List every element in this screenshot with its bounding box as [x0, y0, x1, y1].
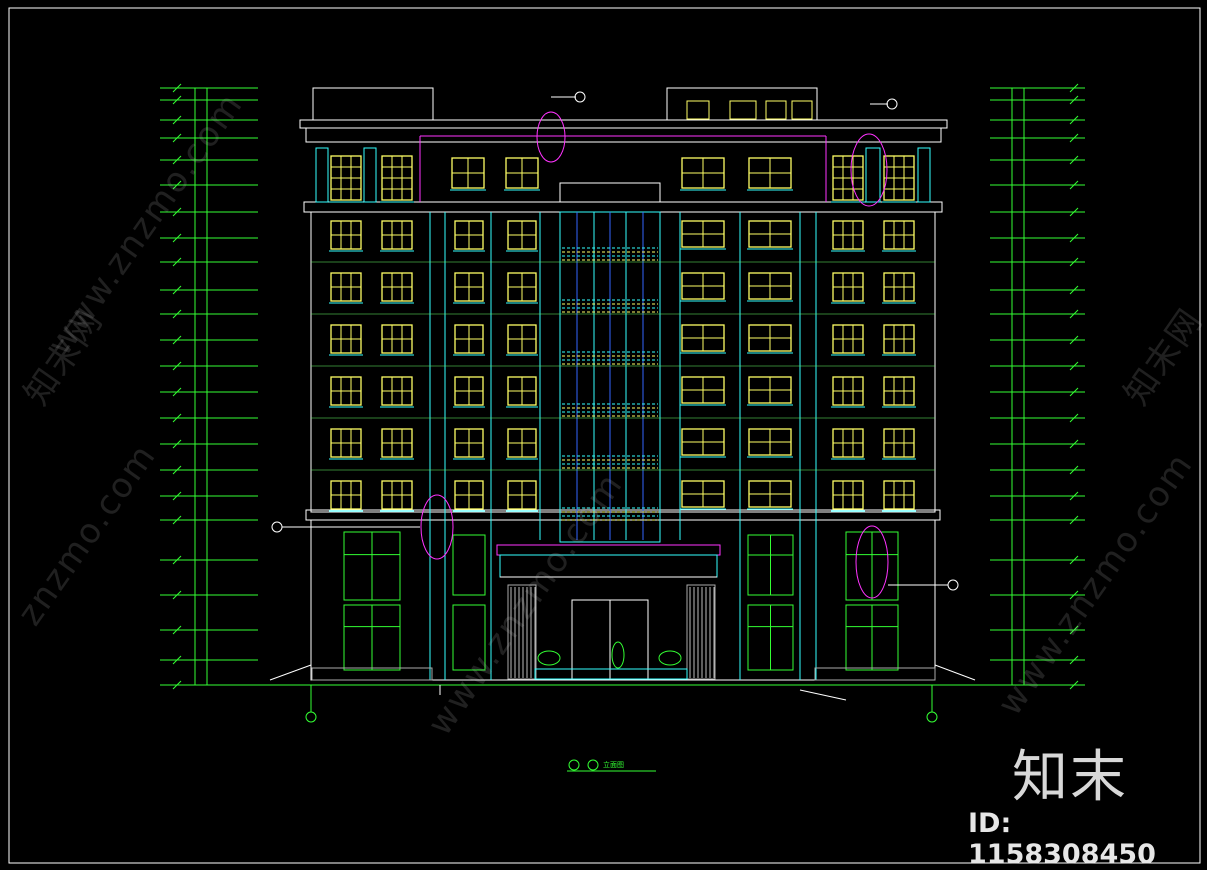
dimension-tick-mark	[172, 95, 182, 105]
dimension-tick-mark	[172, 413, 182, 423]
dimension-tick-mark	[172, 155, 182, 165]
dimension-tick-mark	[1069, 207, 1079, 217]
dimension-tick-mark	[172, 115, 182, 125]
dimension-tick-mark	[172, 180, 182, 190]
dimension-tick-mark	[1069, 491, 1079, 501]
drawing-title-block	[567, 759, 656, 772]
dimension-tick-mark	[172, 207, 182, 217]
dimension-tick-mark	[172, 133, 182, 143]
dimension-tick-mark	[1069, 83, 1079, 93]
base-steps	[269, 664, 976, 701]
central-glass-bay	[559, 211, 661, 543]
dimension-tick-mark	[172, 491, 182, 501]
building-body	[305, 211, 941, 681]
dimension-tick-mark	[172, 439, 182, 449]
dimension-tick-mark	[1069, 95, 1079, 105]
podium-bays	[343, 531, 899, 671]
dimension-tick-mark	[1069, 655, 1079, 665]
dimension-tick-mark	[1069, 361, 1079, 371]
dimension-tick-mark	[172, 625, 182, 635]
dimension-tick-mark	[1069, 590, 1079, 600]
dimension-tick-mark	[172, 285, 182, 295]
dimension-tick-mark	[172, 335, 182, 345]
dimension-tick-mark	[1069, 625, 1079, 635]
dimension-tick-mark	[1069, 180, 1079, 190]
dimension-tick-mark	[172, 83, 182, 93]
planter	[537, 650, 561, 666]
dimension-tick-mark	[172, 309, 182, 319]
dimension-tick-mark	[1069, 257, 1079, 267]
dimension-tick-mark	[172, 465, 182, 475]
dimension-tick-mark	[172, 387, 182, 397]
top-floor-columns	[315, 135, 931, 203]
drawing-title-text: 立面图	[603, 761, 624, 769]
dimension-tick-mark	[172, 590, 182, 600]
dimension-tick-mark	[172, 555, 182, 565]
dimension-tick-mark	[172, 361, 182, 371]
dimension-tick-mark	[1069, 555, 1079, 565]
dimension-tick-mark	[1069, 309, 1079, 319]
planter	[611, 641, 625, 669]
drawing-frame	[8, 7, 1201, 864]
axis-markers	[305, 685, 938, 723]
dimension-tick-mark	[172, 515, 182, 525]
dimension-tick-mark	[172, 233, 182, 243]
brand-logo: 知末	[1012, 745, 1128, 810]
entrance-canopy	[496, 544, 721, 681]
dimension-tick-mark	[172, 655, 182, 665]
dimension-tick-mark	[1069, 515, 1079, 525]
dimension-tick-mark	[172, 257, 182, 267]
image-id-label: ID: 1158308450	[968, 808, 1156, 870]
dimension-tick-mark	[1069, 387, 1079, 397]
right-dimension-column	[990, 83, 1085, 690]
dimension-tick-mark	[1069, 285, 1079, 295]
dimension-tick-mark	[1069, 335, 1079, 345]
pilasters	[429, 212, 817, 680]
dimension-tick-mark	[1069, 439, 1079, 449]
detail-callouts	[271, 91, 959, 599]
dimension-tick-mark	[1069, 413, 1079, 423]
windows	[329, 155, 916, 670]
dimension-tick-mark	[1069, 115, 1079, 125]
dimension-tick-mark	[1069, 465, 1079, 475]
dimension-tick-mark	[1069, 233, 1079, 243]
floor-lines	[311, 261, 935, 471]
dimension-tick-mark	[1069, 155, 1079, 165]
rooftop-structures	[312, 87, 818, 121]
roof-cornice	[299, 119, 948, 213]
dimension-tick-mark	[1069, 133, 1079, 143]
planter	[658, 650, 682, 666]
